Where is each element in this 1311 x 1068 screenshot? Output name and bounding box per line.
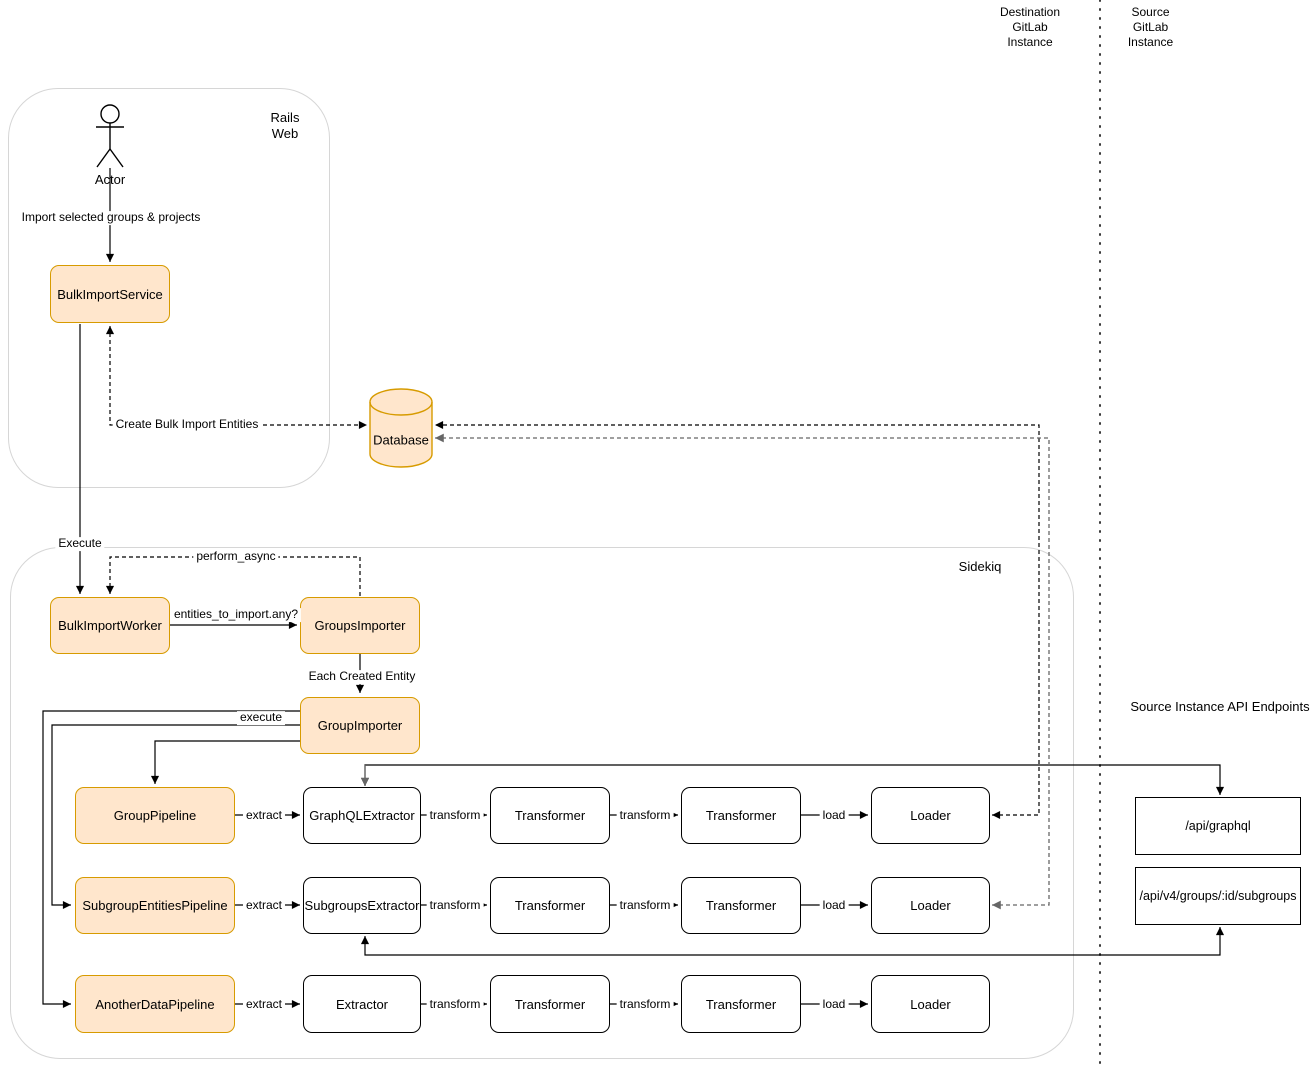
node-grouppipeline: GroupPipeline xyxy=(75,787,235,844)
edge-label-entities-to-import-any: entities_to_import.any? xyxy=(170,607,302,622)
node-subgroupentitiespipeline: SubgroupEntitiesPipeline xyxy=(75,877,235,934)
actor-label: Actor xyxy=(94,172,126,187)
edge-label-execute: Execute xyxy=(55,536,105,551)
node-api-subgroups: /api/v4/groups/:id/subgroups xyxy=(1135,867,1301,925)
node-graphqlextractor: GraphQLExtractor xyxy=(303,787,421,844)
database-label: Database xyxy=(373,432,429,448)
node-transformer-row2-b: Transformer xyxy=(681,877,801,934)
api-endpoints-title: Source Instance API Endpoints xyxy=(1130,699,1310,714)
database-icon xyxy=(369,388,433,468)
node-transformer-row3-a: Transformer xyxy=(490,975,610,1033)
destination-instance-header: Destination GitLab Instance xyxy=(999,5,1061,49)
edge-label-create-bulk-import-entities: Create Bulk Import Entities xyxy=(112,417,262,432)
node-subgroupsextractor: SubgroupsExtractor xyxy=(303,877,421,934)
node-groupimporter: GroupImporter xyxy=(300,697,420,754)
node-bulkimportservice: BulkImportService xyxy=(50,265,170,323)
node-loader-row1: Loader xyxy=(871,787,990,844)
edge-label-transform-row2-a: transform xyxy=(426,898,484,913)
node-loader-row3: Loader xyxy=(871,975,990,1033)
node-transformer-row2-a: Transformer xyxy=(490,877,610,934)
node-transformer-row1-b: Transformer xyxy=(681,787,801,844)
edge-label-extract-row3: extract xyxy=(242,997,286,1012)
edge-label-each-created-entity: Each Created Entity xyxy=(305,669,419,684)
node-extractor: Extractor xyxy=(303,975,421,1033)
edge-label-transform-row1-b: transform xyxy=(616,808,674,823)
edge-label-load-row2: load xyxy=(819,898,849,913)
node-anotherdatapipeline: AnotherDataPipeline xyxy=(75,975,235,1033)
edge-label-extract-row2: extract xyxy=(242,898,286,913)
edge-label-load-row1: load xyxy=(819,808,849,823)
edge-label-transform-row3-a: transform xyxy=(426,997,484,1012)
node-loader-row2: Loader xyxy=(871,877,990,934)
edge-label-transform-row3-b: transform xyxy=(616,997,674,1012)
edge-label-perform-async: perform_async xyxy=(193,549,279,564)
node-bulkimportworker: BulkImportWorker xyxy=(50,597,170,654)
node-transformer-row3-b: Transformer xyxy=(681,975,801,1033)
node-transformer-row1-a: Transformer xyxy=(490,787,610,844)
edge-label-transform-row2-b: transform xyxy=(616,898,674,913)
rails-web-container xyxy=(8,88,330,488)
node-api-graphql: /api/graphql xyxy=(1135,797,1301,855)
edge-label-extract-row1: extract xyxy=(242,808,286,823)
edge-label-import-selected: Import selected groups & projects xyxy=(18,210,204,225)
edge-label-execute-lower: execute xyxy=(236,710,286,725)
rails-container-label: Rails Web xyxy=(270,110,300,142)
sidekiq-container-label: Sidekiq xyxy=(958,559,1002,574)
edge-label-transform-row1-a: transform xyxy=(426,808,484,823)
edge-label-load-row3: load xyxy=(819,997,849,1012)
source-instance-header: Source GitLab Instance xyxy=(1127,5,1174,49)
node-groupsimporter: GroupsImporter xyxy=(300,597,420,654)
